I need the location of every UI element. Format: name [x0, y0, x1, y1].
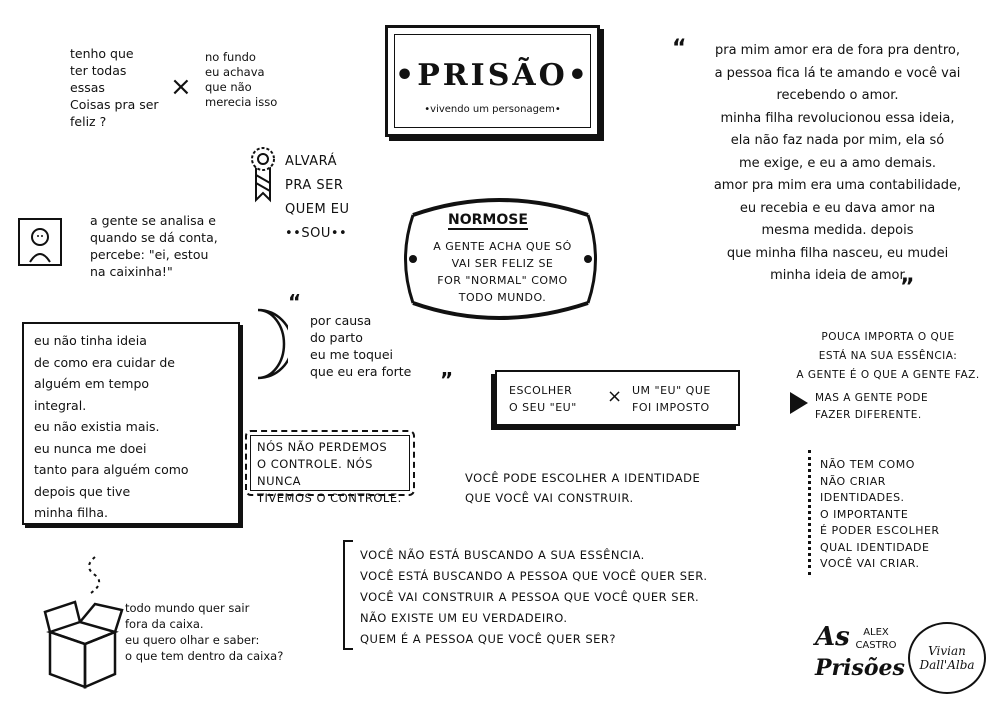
quote-line: me exige, e eu a amo demais.: [738, 155, 937, 171]
note-parto: por causa do parto eu me toquei que eu e…: [310, 313, 412, 379]
logo-prisoes: Prisões: [815, 655, 905, 681]
escolher-right: UM "EU" QUE FOI IMPOSTO: [632, 384, 711, 414]
quote-line: pra mim amor era de fora pra dentro,: [714, 43, 961, 58]
quote-close-mark: ”: [440, 368, 454, 392]
note-tenho-que: tenho que ter todas essas Coisas pra ser…: [70, 46, 159, 129]
escolher-left: ESCOLHER O SEU "EU": [509, 384, 577, 414]
quote-line: amor pra mim era uma contabilidade,: [713, 178, 962, 193]
note-essencia: POUCA IMPORTA O QUE ESTÁ NA SUA ESSÊNCIA…: [796, 331, 980, 381]
quote-open-mark: “: [288, 290, 302, 314]
escolher-box: ESCOLHER O SEU "EU" × UM "EU" QUE FOI IM…: [495, 370, 740, 426]
page-subtitle: •vivendo um personagem•: [424, 104, 561, 115]
quote-line: a pessoa fica lá te amando e você vai: [714, 65, 961, 81]
quote-line: minha filha revolucionou essa ideia,: [720, 110, 955, 126]
quote-line: mesma medida. depois: [761, 223, 914, 238]
quote-line: minha ideia de amor: [770, 268, 905, 283]
person-in-box-icon: [18, 218, 62, 266]
dotted-divider: [808, 450, 811, 575]
note-diferente: MAS A GENTE PODE FAZER DIFERENTE.: [815, 392, 929, 421]
note-caixinha: a gente se analisa e quando se dá conta,…: [90, 213, 218, 279]
quote-close-mark: ”: [900, 275, 915, 300]
award-ribbon-icon: [251, 147, 275, 203]
amor-quote: pra mim amor era de fora pra dentro, a p…: [690, 40, 985, 288]
controle-box: NÓS NÃO PERDEMOS O CONTROLE. NÓS NUNCA T…: [245, 430, 415, 505]
title-box: •PRISÃO• •vivendo um personagem•: [385, 25, 600, 137]
logo-as: As: [815, 622, 850, 652]
moon-icon: [257, 308, 288, 380]
quote-open-mark: “: [672, 36, 687, 61]
logo-author: ALEX CASTRO: [855, 627, 897, 651]
quote-line: recebendo o amor.: [776, 88, 899, 103]
normose-body: A GENTE ACHA QUE SÓ VAI SER FELIZ SE FOR…: [433, 240, 572, 304]
quote-line: ela não faz nada por mim, ela só: [730, 133, 945, 148]
normose-ornament-frame: [404, 198, 597, 320]
note-caixa: todo mundo quer sair fora da caixa. eu q…: [125, 601, 284, 663]
bracket-mark: [343, 540, 353, 650]
page-title: •PRISÃO•: [395, 58, 590, 93]
play-arrow-icon: [790, 392, 808, 414]
note-alvara: ALVARÁ PRA SER QUEM EU ••SOU••: [285, 154, 350, 241]
note-cuidar: eu não tinha ideia de como era cuidar de…: [34, 333, 189, 520]
quote-line: eu recebia e eu dava amor na: [739, 200, 936, 216]
artist-logo: Vivian Dall'Alba: [908, 622, 986, 694]
note-nao-tem-como: NÃO TEM COMO NÃO CRIAR IDENTIDADES. O IM…: [820, 458, 940, 570]
note-controle: NÓS NÃO PERDEMOS O CONTROLE. NÓS NUNCA T…: [250, 435, 410, 505]
open-box-icon: [43, 556, 124, 689]
versus-mark: ×: [170, 72, 192, 102]
versus-mark: ×: [607, 386, 623, 407]
cuidar-box: eu não tinha ideia de como era cuidar de…: [22, 322, 240, 525]
quote-line: que minha filha nasceu, eu mudei: [726, 245, 949, 261]
note-essencia-quote: VOCÊ NÃO ESTÁ BUSCANDO A SUA ESSÊNCIA. V…: [360, 548, 708, 646]
note-no-fundo: no fundo eu achava que não merecia isso: [205, 50, 278, 109]
note-identidade: VOCÊ PODE ESCOLHER A IDENTIDADE QUE VOCÊ…: [465, 471, 701, 505]
normose-heading: NORMOSE: [448, 212, 528, 230]
